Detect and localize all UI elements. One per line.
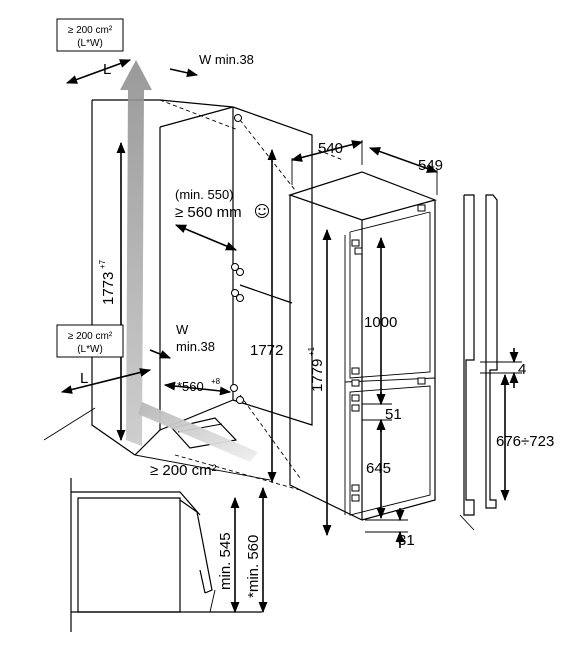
label-width: *560 <box>177 379 204 394</box>
label-1779-tol: +1 <box>307 346 316 356</box>
label-1772: 1772 <box>250 342 283 359</box>
label-depth-min: (min. 550) <box>175 187 234 202</box>
appliance-left-edge <box>289 195 363 521</box>
label-1779-group: 1779 +1 <box>307 346 326 392</box>
label-w-mid-2: min.38 <box>176 339 215 354</box>
niche-top-back <box>159 106 234 128</box>
niche-left-side <box>91 100 136 456</box>
depth-guide-4 <box>159 99 239 131</box>
dim-line-w-top <box>169 68 199 78</box>
label-l-top: L <box>103 61 111 78</box>
vent-top-area: ≥ 200 cm² <box>68 25 113 36</box>
label-hinge: 676÷723 <box>496 433 554 450</box>
label-width-tol: +8 <box>211 377 221 386</box>
niche-base-front <box>134 429 161 456</box>
label-depth: ≥ 560 mm <box>175 204 242 221</box>
dim-line-w-mid <box>149 349 172 359</box>
hinge-profile: 4 676÷723 <box>459 194 554 531</box>
profile-right <box>485 194 498 509</box>
label-1773-group: 1773 +7 <box>98 259 117 305</box>
label-1773-tol: +7 <box>98 259 107 269</box>
label-540: 540 <box>318 140 343 157</box>
niche-drawing: ≥ 200 cm² (L*W) ≥ 200 cm² (L*W) L W min.… <box>43 18 344 491</box>
niche-hinge-screws <box>230 114 244 404</box>
vent-mid-sub: (L*W) <box>77 344 103 355</box>
label-31: 31 <box>398 532 415 549</box>
airflow-up-arrow <box>120 60 152 446</box>
depth-guide-1 <box>239 119 296 191</box>
appliance-right-edge <box>361 200 436 521</box>
label-549: 549 <box>418 157 443 174</box>
label-1773: 1773 <box>100 272 117 305</box>
dim-line-549 <box>368 147 439 173</box>
appliance-hinges <box>351 204 426 502</box>
vent-top-sub: (L*W) <box>77 38 103 49</box>
plinth-door <box>179 499 213 594</box>
profile-left <box>463 194 475 516</box>
airflow-in-arrow <box>138 402 258 462</box>
depth-guide-2 <box>174 454 301 491</box>
vent-grille <box>170 417 238 449</box>
label-545: min. 545 <box>217 532 234 590</box>
dim-line-depth <box>174 224 238 251</box>
floor-line-left <box>43 407 96 441</box>
hinge-bar <box>239 284 293 304</box>
appliance-drawing: 540 549 1779 +1 1000 51 645 31 <box>288 140 443 549</box>
plinth-cabinet <box>77 497 181 613</box>
label-51: 51 <box>385 406 402 423</box>
label-w-mid-1: W <box>176 322 189 337</box>
vent-top-box <box>56 18 124 52</box>
floor-line-front <box>134 454 271 481</box>
dim-line-l-top <box>65 59 132 84</box>
dim-line-l-bottom <box>60 368 152 394</box>
depth-guide-3 <box>239 394 301 479</box>
dim-line-width <box>163 381 232 396</box>
label-w-top: W min.38 <box>199 52 254 67</box>
plinth-detail: min. 545 *min. 560 <box>70 478 268 632</box>
label-4: 4 <box>518 361 526 378</box>
label-560: *min. 560 <box>245 535 262 598</box>
vent-mid-area: ≥ 200 cm² <box>68 331 113 342</box>
label-1000: 1000 <box>364 314 397 331</box>
vent-mid-box <box>56 324 124 358</box>
label-645: 645 <box>366 460 391 477</box>
label-l-bottom: L <box>80 370 88 387</box>
label-1779: 1779 <box>309 359 326 392</box>
label-vent-bottom: ≥ 200 cm² <box>150 462 217 479</box>
dim-line-540 <box>290 140 364 162</box>
smiley-icon <box>255 204 269 218</box>
